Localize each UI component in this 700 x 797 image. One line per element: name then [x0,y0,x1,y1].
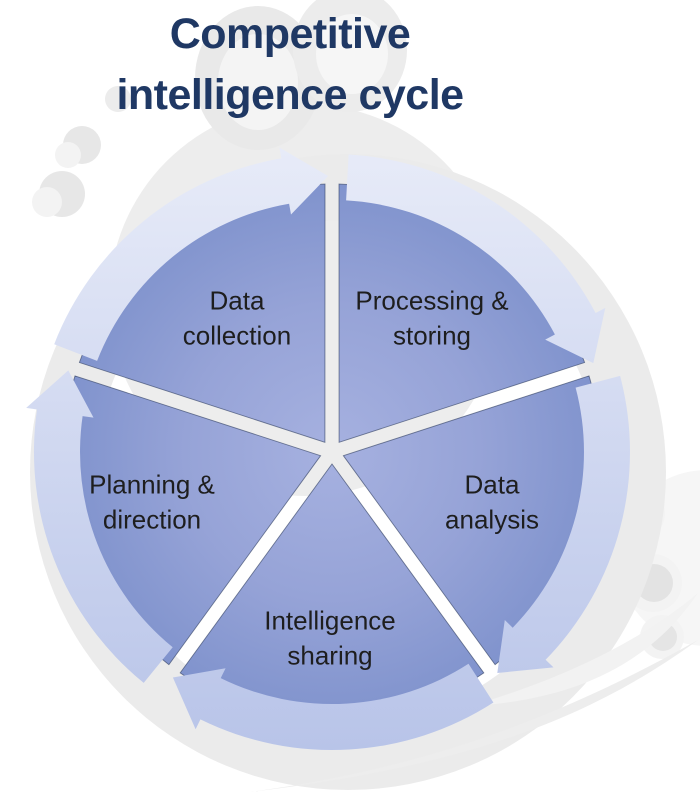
segment-label-data-analysis: Data analysis [445,469,539,535]
cycle-arrow-data-collection [54,147,329,361]
decor-circle [316,14,388,94]
cycle-arrow-data-analysis [497,375,630,673]
decor-circle [105,86,131,112]
cycle-arrow-processing-storing [346,154,606,364]
segment-label-intelligence-sharing: Intelligence sharing [264,605,396,671]
decor-circle [55,142,81,168]
cycle-arrow-planning-direction [26,370,173,683]
decor-circle [218,34,298,130]
decor-circle [32,187,62,217]
segment-label-planning-direction: Planning & direction [89,469,215,535]
segment-label-processing-storing: Processing & storing [355,285,509,351]
cycle-arrow-intelligence-sharing [172,663,494,751]
segment-label-data-collection: Data collection [182,285,292,351]
page-title: Competitive intelligence cycle [116,10,464,119]
